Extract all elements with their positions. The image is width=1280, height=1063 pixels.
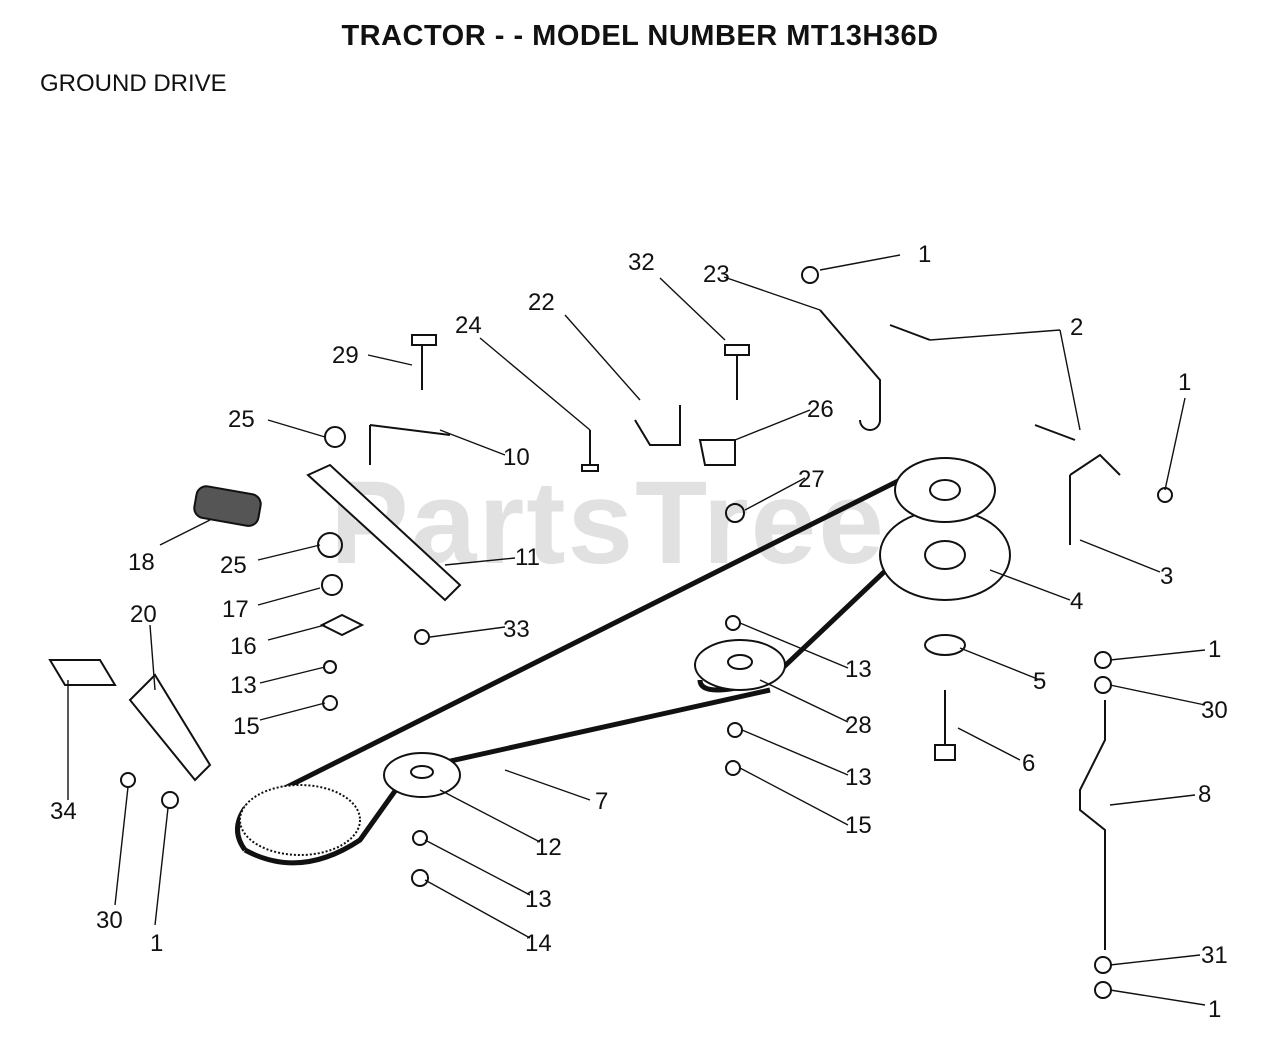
spacer-27 [725, 503, 745, 523]
washer-25b [317, 532, 343, 558]
washer-25a [324, 426, 346, 448]
callout-27: 27 [798, 466, 825, 493]
callout-13a: 13 [845, 656, 872, 683]
callout-12: 12 [535, 834, 562, 861]
callout-8: 8 [1198, 781, 1211, 808]
bolt-32 [724, 344, 750, 400]
callout-13b: 13 [230, 672, 257, 699]
pulley-12 [383, 752, 461, 798]
section-title: GROUND DRIVE [40, 70, 227, 97]
transmission-pulley [239, 784, 361, 856]
spacer-33 [414, 629, 430, 645]
washer-30b [120, 772, 136, 788]
callout-16: 16 [230, 633, 257, 660]
callout-1: 1 [918, 241, 931, 268]
callout-30a: 30 [1201, 697, 1228, 724]
nut-1a [801, 266, 819, 284]
washer-13a [323, 660, 337, 674]
nut-1b [1157, 487, 1173, 503]
callout-18: 18 [128, 549, 155, 576]
belt-7 [243, 475, 963, 811]
bolt-2a [889, 324, 931, 341]
callout-28: 28 [845, 712, 872, 739]
callout-15a: 15 [233, 713, 260, 740]
washer-13b [725, 615, 741, 631]
idler-arm-11 [306, 463, 462, 602]
callout-13d: 13 [525, 886, 552, 913]
callout-25b: 25 [220, 552, 247, 579]
spring-18 [193, 485, 262, 527]
bolt-2b [1034, 424, 1076, 441]
washer-30a [1094, 676, 1112, 694]
callout-34: 34 [50, 798, 77, 825]
callout-3: 3 [1160, 563, 1173, 590]
callout-1e: 1 [1208, 996, 1221, 1023]
callout-25: 25 [228, 406, 255, 433]
callout-24: 24 [455, 312, 482, 339]
bolt-29 [411, 334, 437, 390]
callout-14: 14 [525, 930, 552, 957]
screw-24 [581, 430, 599, 472]
callout-10: 10 [503, 444, 530, 471]
callout-13c: 13 [845, 764, 872, 791]
bracket-22 [634, 405, 681, 446]
bracket-16 [319, 613, 365, 637]
callout-11: 11 [515, 544, 540, 571]
callout-1d: 1 [150, 930, 163, 957]
rod-8 [1079, 700, 1106, 950]
callout-33: 33 [503, 616, 530, 643]
callout-26: 26 [807, 396, 834, 423]
pulley-4 [879, 509, 1011, 601]
bolt-6 [934, 690, 956, 761]
washer-14 [411, 869, 429, 887]
nut-15b [725, 760, 741, 776]
nut-1e [161, 791, 179, 809]
callout-20: 20 [130, 601, 157, 628]
page-title: TRACTOR - - MODEL NUMBER MT13H36D [341, 20, 939, 52]
rod-23 [819, 309, 881, 431]
callout-1c: 1 [1208, 636, 1221, 663]
callout-23: 23 [703, 261, 730, 288]
callout-6: 6 [1022, 750, 1035, 777]
callout-32: 32 [628, 249, 655, 276]
washer-13c [727, 722, 743, 738]
callout-22: 22 [528, 289, 555, 316]
nut-1c [1094, 651, 1112, 669]
callout-17: 17 [222, 596, 249, 623]
callout-2: 2 [1070, 314, 1083, 341]
washer-31 [1094, 956, 1112, 974]
callout-7: 7 [595, 788, 608, 815]
washer-5 [924, 634, 966, 656]
washer-17 [321, 574, 343, 596]
nut-15a [322, 695, 338, 711]
bracket-3 [1069, 453, 1121, 545]
pulley-28 [694, 639, 786, 691]
callout-29: 29 [332, 342, 359, 369]
callout-1b: 1 [1178, 369, 1191, 396]
bracket-26 [698, 439, 736, 466]
bracket-20 [128, 673, 212, 782]
callout-4: 4 [1070, 588, 1083, 615]
nut-1d [1094, 981, 1112, 999]
bolt-34 [48, 659, 117, 686]
callout-30b: 30 [96, 907, 123, 934]
callout-15b: 15 [845, 812, 872, 839]
rod-10 [369, 424, 451, 465]
washer-13d [412, 830, 428, 846]
callout-31: 31 [1201, 942, 1228, 969]
callout-5: 5 [1033, 668, 1046, 695]
